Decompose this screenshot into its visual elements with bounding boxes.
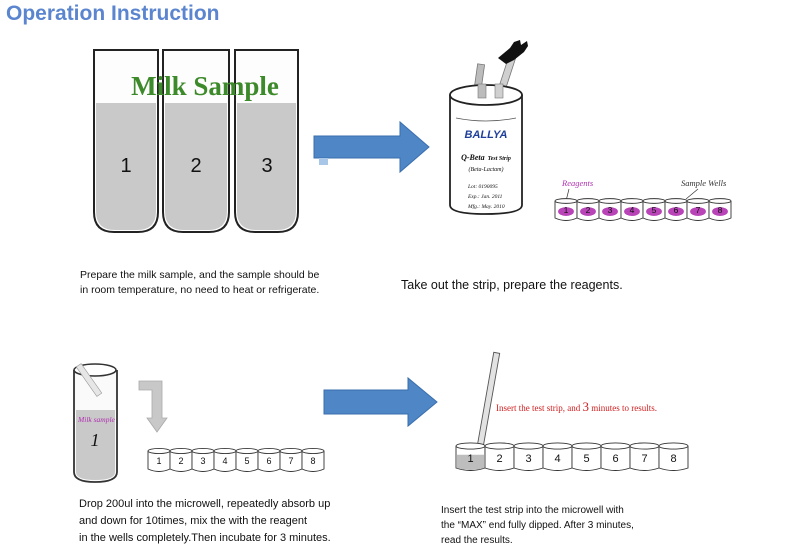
microwell: 7 — [686, 198, 710, 221]
well-number: 6 — [266, 456, 271, 466]
microwell: 6 — [664, 198, 688, 221]
well-number: 3 — [200, 456, 205, 466]
step3-caption-line1: Drop 200ul into the microwell, repeatedl… — [79, 498, 331, 510]
well-number: 4 — [554, 453, 560, 465]
well-number: 7 — [696, 205, 701, 215]
microwell: 2 — [169, 448, 193, 472]
step1-caption-line1: Prepare the milk sample, and the sample … — [80, 269, 320, 281]
well-number: 1 — [156, 456, 161, 466]
microwell: 1 — [554, 198, 578, 221]
well-number: 3 — [608, 205, 613, 215]
wells-pointer — [685, 188, 699, 200]
result-well-strip: 1 2 3 4 5 6 7 8 — [455, 442, 689, 471]
well-number: 4 — [630, 205, 635, 215]
microwell: 7 — [279, 448, 303, 472]
step4-caption-line1: Insert the test strip into the microwell… — [441, 505, 624, 516]
strip-canister — [449, 55, 523, 215]
well-number: 7 — [641, 453, 647, 465]
tube-2-liquid — [165, 103, 227, 230]
milk-sample-small-label: Milk sample — [77, 415, 116, 424]
arrow-1-notch — [319, 158, 328, 165]
reagents-label: Reagents — [561, 178, 594, 188]
tube-3-liquid — [237, 103, 296, 230]
reagent-well-strip: 1 2 3 4 5 6 7 8 — [554, 198, 732, 221]
sample-wells-label: Sample Wells — [681, 178, 727, 188]
brand-label: BALLYA — [465, 129, 508, 141]
well-number: 7 — [288, 456, 293, 466]
arrow-down-grey — [138, 380, 168, 433]
well-number: 5 — [652, 205, 657, 215]
well-number: 4 — [222, 456, 227, 466]
microwell: 3 — [513, 442, 544, 471]
well-number: 5 — [583, 453, 589, 465]
microwell: 5 — [642, 198, 666, 221]
well-number: 8 — [670, 453, 676, 465]
well-number: 8 — [718, 205, 723, 215]
page-title: Operation Instruction — [6, 2, 220, 25]
tube-number-2: 2 — [190, 155, 201, 177]
microwell: 1 — [147, 448, 171, 472]
exp-text: Exp.: Jan. 2011 — [467, 194, 503, 200]
hand-icon — [498, 40, 528, 64]
microwell: 6 — [257, 448, 281, 472]
microwell: 8 — [301, 448, 325, 472]
arrow-right-2 — [323, 376, 438, 428]
step1-caption: Prepare the milk sample, and the sample … — [80, 268, 360, 298]
well-number: 6 — [674, 205, 679, 215]
step4-caption-line3: read the results. — [441, 535, 513, 546]
microwell: 5 — [571, 442, 602, 471]
tube-number-1: 1 — [120, 155, 131, 177]
well-number: 2 — [586, 205, 591, 215]
lot-text: Lot: 0190095 — [467, 184, 498, 190]
microwell: 5 — [235, 448, 259, 472]
microwell: 3 — [191, 448, 215, 472]
step3-caption: Drop 200ul into the microwell, repeatedl… — [79, 496, 409, 547]
step4-caption: Insert the test strip into the microwell… — [441, 503, 711, 548]
well-number: 2 — [496, 453, 502, 465]
microwell: 6 — [600, 442, 631, 471]
sample-tube-number: 1 — [91, 430, 100, 450]
microwell: 4 — [620, 198, 644, 221]
milk-tubes — [93, 49, 299, 233]
microwell: 4 — [542, 442, 573, 471]
mfg-text: Mfg.: May. 2010 — [467, 203, 505, 210]
sample-tube — [73, 363, 118, 483]
microwell: 8 — [658, 442, 689, 471]
microwell: 8 — [708, 198, 732, 221]
step1-caption-line2: in room temperature, no need to heat or … — [80, 284, 320, 296]
microwell: 4 — [213, 448, 237, 472]
well-number: 2 — [178, 456, 183, 466]
step4-caption-line2: the “MAX” end fully dipped. After 3 minu… — [441, 520, 634, 531]
microwell: 1 — [455, 442, 486, 471]
microwell: 2 — [576, 198, 600, 221]
product-type: (Beta-Lactam) — [469, 166, 504, 173]
arrow-right-1 — [313, 120, 430, 174]
well-number: 5 — [244, 456, 249, 466]
well-number: 1 — [467, 453, 473, 465]
well-number: 3 — [525, 453, 531, 465]
sample-well-strip: 1 2 3 4 5 6 7 8 — [147, 448, 325, 472]
step2-caption: Take out the strip, prepare the reagents… — [401, 278, 623, 292]
step3-caption-line3: in the wells completely.Then incubate fo… — [79, 532, 331, 544]
milk-sample-label: Milk Sample — [131, 71, 279, 101]
microwell: 3 — [598, 198, 622, 221]
well-number: 6 — [612, 453, 618, 465]
step3-caption-line2: and down for 10times, mix the with the r… — [79, 515, 308, 527]
well-number: 1 — [564, 205, 569, 215]
insert-note: Insert the test strip, and 3 minutes to … — [496, 399, 657, 414]
tube-number-3: 3 — [261, 155, 272, 177]
microwell: 7 — [629, 442, 660, 471]
well-number: 8 — [310, 456, 315, 466]
tube-1-liquid — [96, 103, 156, 230]
microwell: 2 — [484, 442, 515, 471]
